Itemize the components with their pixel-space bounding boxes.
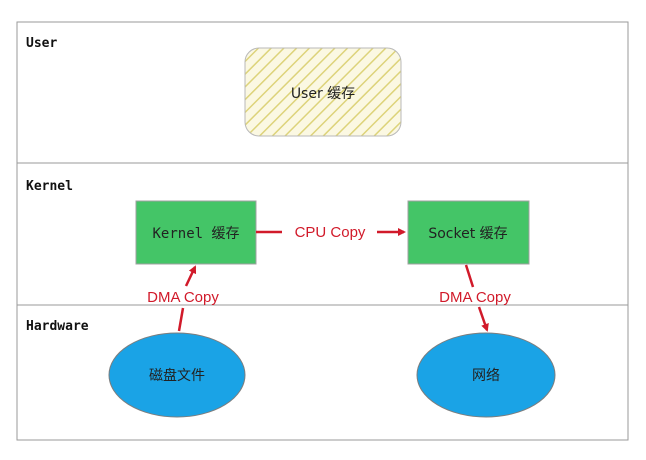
layer-label-user: User xyxy=(26,36,57,51)
dma-out-arrow-lower xyxy=(477,306,489,332)
user-cache-box xyxy=(244,47,402,137)
network-node xyxy=(416,332,556,418)
kernel-cache-label: Kernel 缓存 xyxy=(152,226,239,242)
dma-out-label: DMA Copy xyxy=(439,289,511,306)
user-cache-label: User 缓存 xyxy=(291,86,355,102)
layer-label-hardware: Hardware xyxy=(26,319,89,334)
dma-in-arrow-lower xyxy=(177,307,185,332)
disk-file-node xyxy=(108,332,246,418)
layer-label-kernel: Kernel xyxy=(26,179,73,194)
socket-cache-label: Socket 缓存 xyxy=(428,226,507,242)
cpu-copy-label: CPU Copy xyxy=(295,224,366,241)
kernel-cache-box xyxy=(135,200,257,265)
dma-in-arrow-upper xyxy=(184,265,197,287)
socket-cache-box xyxy=(407,200,530,265)
disk-file-label: 磁盘文件 xyxy=(149,367,205,384)
dma-out-arrow-upper xyxy=(464,264,475,288)
network-label: 网络 xyxy=(472,368,500,384)
diagram-frame xyxy=(16,21,629,441)
dma-in-label: DMA Copy xyxy=(147,289,219,306)
